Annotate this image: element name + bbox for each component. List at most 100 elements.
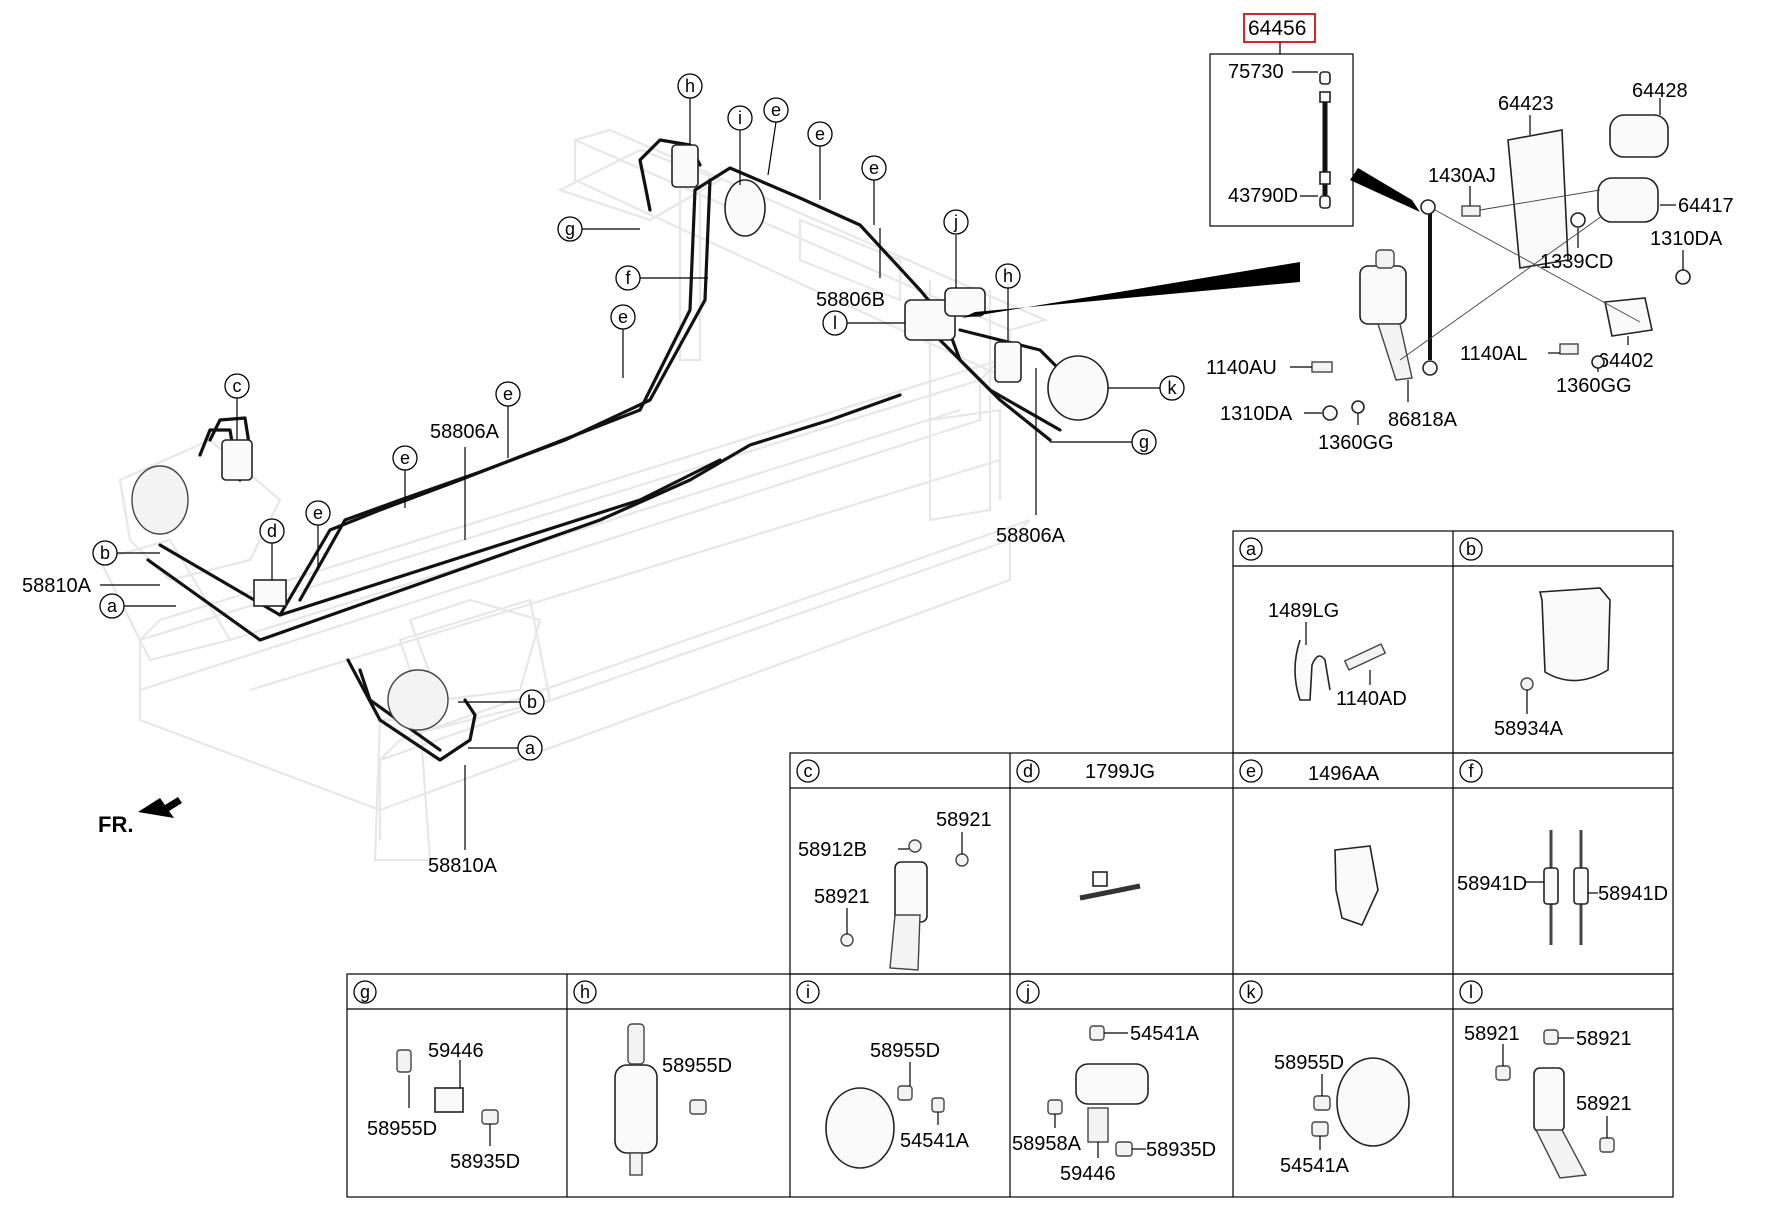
svg-text:j: j	[953, 212, 958, 232]
callout-e-top2: e	[807, 121, 833, 200]
clamp-1489LG	[1294, 639, 1331, 701]
label-43790D: 43790D	[1228, 185, 1298, 207]
clip-1496AA	[1334, 845, 1379, 926]
leveling-valve-86818A	[1359, 265, 1407, 325]
callout-f: f	[615, 265, 708, 291]
valve-body-l	[1533, 1067, 1565, 1133]
rod-end-top	[1319, 71, 1331, 85]
part-64456-label: 64456	[1248, 17, 1306, 40]
svg-text:i: i	[806, 982, 810, 1002]
callout-g-right: g	[1050, 429, 1157, 455]
compressor-j-detail	[1075, 1063, 1149, 1105]
rod-ball-bottom	[1422, 360, 1438, 376]
knuckle-left	[131, 465, 189, 535]
air-spring-h-right	[994, 341, 1022, 383]
svg-text:g: g	[1139, 432, 1149, 452]
cell-f-label-2: 58941D	[1598, 883, 1668, 905]
callout-g-top: g	[557, 216, 640, 242]
reservoir-k-detail	[1336, 1057, 1410, 1147]
nut-1310DA-top	[1675, 269, 1691, 285]
cell-c-header: c	[796, 759, 820, 783]
cell-h-content: 58955D	[614, 1023, 732, 1176]
svg-text:g: g	[565, 219, 575, 239]
label-1140AL: 1140AL	[1460, 343, 1527, 365]
cell-d-content	[1079, 871, 1141, 901]
valve-bracket-c	[889, 914, 921, 971]
valve-bracket-l	[1534, 1129, 1588, 1179]
callout-d: d	[259, 518, 285, 580]
svg-text:e: e	[771, 100, 781, 120]
cell-l-header: l	[1459, 980, 1483, 1004]
cell-i-header: i	[796, 980, 820, 1004]
label-1339CD: 1339CD	[1540, 251, 1613, 273]
front-direction-indicator: FR.	[98, 797, 182, 837]
svg-text:h: h	[685, 76, 695, 96]
spring-top-h	[627, 1023, 645, 1065]
cell-e-header: e 1496AA	[1239, 759, 1380, 785]
svg-text:e: e	[618, 307, 628, 327]
guide-line-1	[1434, 209, 1641, 323]
fitting-58958A	[1047, 1099, 1063, 1115]
cell-a-header: a	[1239, 537, 1263, 561]
reservoir-i-detail	[825, 1087, 895, 1169]
elbow-58955D	[396, 1049, 412, 1073]
callout-e-mid3: e	[392, 445, 418, 508]
cell-j-label-3: 58935D	[1146, 1139, 1216, 1161]
callout-k: k	[1108, 375, 1185, 401]
cable-tie-1799JG	[1079, 883, 1141, 901]
washer-1360GG-right	[1591, 355, 1605, 369]
callout-bubbles: h i e e e g f	[92, 73, 1185, 761]
svg-text:g: g	[360, 982, 370, 1002]
label-58810A-bottom: 58810A	[428, 855, 498, 877]
svg-text:b: b	[100, 543, 110, 563]
valve-body-c	[894, 861, 928, 923]
callout-a-right: a	[468, 735, 543, 761]
tee-59446-j	[1087, 1107, 1109, 1143]
cell-b-content: 58934A	[1494, 587, 1611, 740]
main-components	[131, 144, 1109, 731]
cell-f-header: f	[1459, 759, 1483, 783]
rod-end-bottom	[1319, 195, 1331, 209]
cell-i-label-1: 58955D	[870, 1040, 940, 1062]
fitting-54541A-k	[1311, 1121, 1329, 1137]
connector-58941D-2	[1573, 867, 1589, 905]
svg-text:d: d	[267, 521, 277, 541]
cell-c-content: 58912B 58921 58921	[798, 809, 992, 971]
cell-e-title: 1496AA	[1308, 763, 1380, 785]
cell-f-content: 58941D 58941D	[1457, 830, 1668, 945]
callout-h-top: h	[677, 73, 703, 145]
label-86818A: 86818A	[1388, 409, 1458, 431]
highlight-box-64456	[1243, 13, 1316, 43]
label-64428: 64428	[1632, 80, 1688, 102]
cell-c-label-3: 58921	[814, 886, 870, 908]
compressor-j	[944, 287, 986, 317]
nut-1339CD	[1570, 212, 1586, 228]
label-58810A-left: 58810A	[22, 575, 92, 597]
nut-1310DA-bottom	[1322, 405, 1338, 421]
actuator-64428	[1609, 114, 1669, 158]
cable-tie-head	[1092, 871, 1108, 887]
cell-d-header: d 1799JG	[1016, 759, 1155, 783]
fitting-58955D-h	[689, 1099, 707, 1115]
valve-arm	[1377, 323, 1413, 381]
air-bag-58934A	[1538, 587, 1611, 682]
bracket-64402	[1604, 297, 1653, 337]
cell-g-label-2: 58955D	[367, 1118, 437, 1140]
callout-j: j	[943, 209, 969, 288]
bolt-1140AD	[1343, 643, 1387, 671]
callout-e-mid1: e	[610, 304, 636, 378]
label-64417: 64417	[1678, 195, 1734, 217]
cell-h-header: h	[573, 980, 597, 1004]
cell-g-label-1: 59446	[428, 1040, 484, 1062]
callout-b-left: b	[92, 540, 160, 566]
air-spring-h-top	[671, 144, 699, 188]
svg-text:a: a	[1246, 539, 1257, 559]
cell-d-title: 1799JG	[1085, 761, 1155, 783]
bolt-1140AU	[1311, 361, 1333, 373]
spring-bottom-h	[629, 1152, 643, 1176]
callout-i-top: i	[727, 105, 753, 185]
cell-g-label-3: 58935D	[450, 1151, 520, 1173]
cell-j-label-4: 59446	[1060, 1163, 1116, 1185]
bracket-64423	[1507, 129, 1569, 269]
